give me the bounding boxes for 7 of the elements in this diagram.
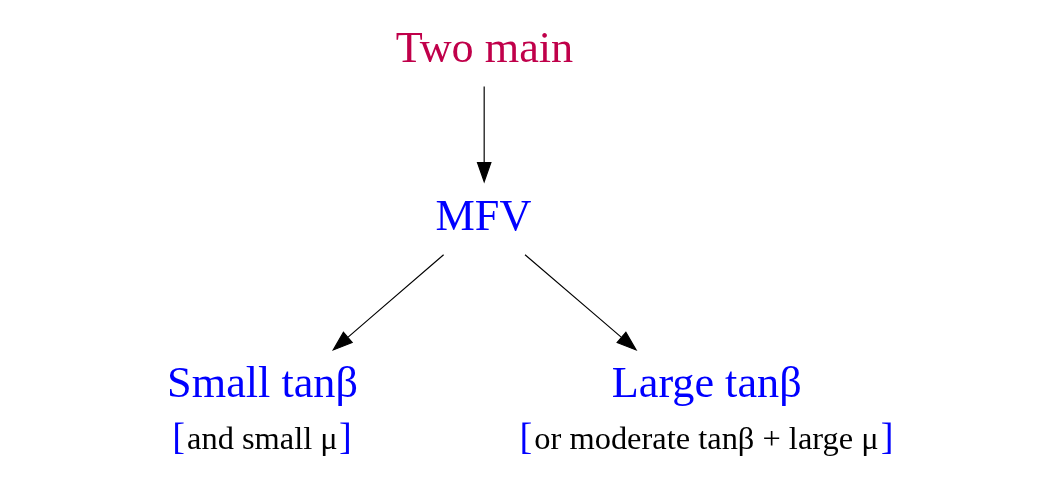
node-text: Small tanβ [and small μ] [166, 358, 358, 457]
node-text: MFV [435, 190, 531, 240]
node-text: Large tanβ [or moderate tanβ + large μ] [519, 358, 894, 457]
arrow [476, 86, 492, 184]
arrow [523, 254, 637, 352]
node-text: Two main [395, 22, 573, 72]
arrow [331, 254, 444, 352]
